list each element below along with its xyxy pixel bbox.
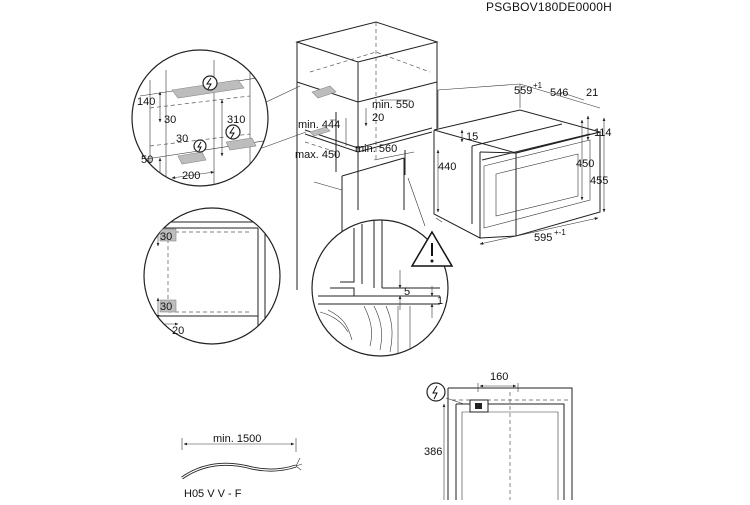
dim-450: 450 (576, 158, 594, 170)
electric-hazard-icon-2 (229, 126, 235, 139)
electric-hazard-icon-rear (432, 385, 438, 400)
electric-hazard-icon-3 (197, 141, 202, 152)
leader-lower (407, 177, 426, 227)
dim-310: 310 (227, 114, 245, 126)
dim-min444: min. 444 (298, 119, 340, 131)
dim-140: 140 (137, 96, 155, 108)
cable-min1500: min. 1500 (213, 433, 261, 445)
dim-595: 595 (534, 232, 552, 244)
dim-546: 546 (550, 87, 568, 99)
dim-559-tol: +1 (533, 81, 543, 90)
dim-200: 200 (182, 170, 200, 182)
dim-30-lower-b: 30 (160, 301, 172, 313)
dim-1: 1 (437, 295, 443, 307)
dim-15: 15 (466, 131, 478, 143)
rear-view-drawing (426, 382, 573, 500)
electric-hazard-icon (206, 77, 212, 90)
model-code: PSGBOV180DE0000H (486, 0, 612, 14)
dim-559: 559 (514, 85, 532, 97)
dim-30-b: 30 (176, 133, 188, 145)
dim-440: 440 (438, 161, 456, 173)
oven-drawing (433, 83, 606, 245)
dim-min550: min. 550 (372, 99, 414, 111)
cable-type: H05 V V - F (184, 488, 242, 500)
dim-595-tol: +-1 (554, 228, 566, 237)
dim-30-lower-a: 30 (160, 231, 172, 243)
dim-min560: min. 560 (355, 143, 397, 155)
dim-455: 455 (590, 175, 608, 187)
detail-circle-lower-left (143, 207, 281, 345)
dim-50: 50 (141, 154, 153, 166)
dim-160: 160 (490, 371, 508, 383)
dim-20-cabinet: 20 (372, 112, 384, 124)
dim-21: 21 (586, 87, 598, 99)
dim-20-lower: 20 (172, 325, 184, 337)
dim-5: 5 (404, 286, 410, 298)
dim-386: 386 (424, 446, 442, 458)
dim-max450: max. 450 (295, 149, 340, 161)
cable-drawing (181, 438, 303, 480)
dim-30-a: 30 (164, 114, 176, 126)
detail-circle-lower-middle (311, 219, 454, 357)
leader-upper (261, 85, 301, 105)
dim-114: 114 (594, 127, 612, 139)
detail-circle-upper (131, 49, 269, 187)
